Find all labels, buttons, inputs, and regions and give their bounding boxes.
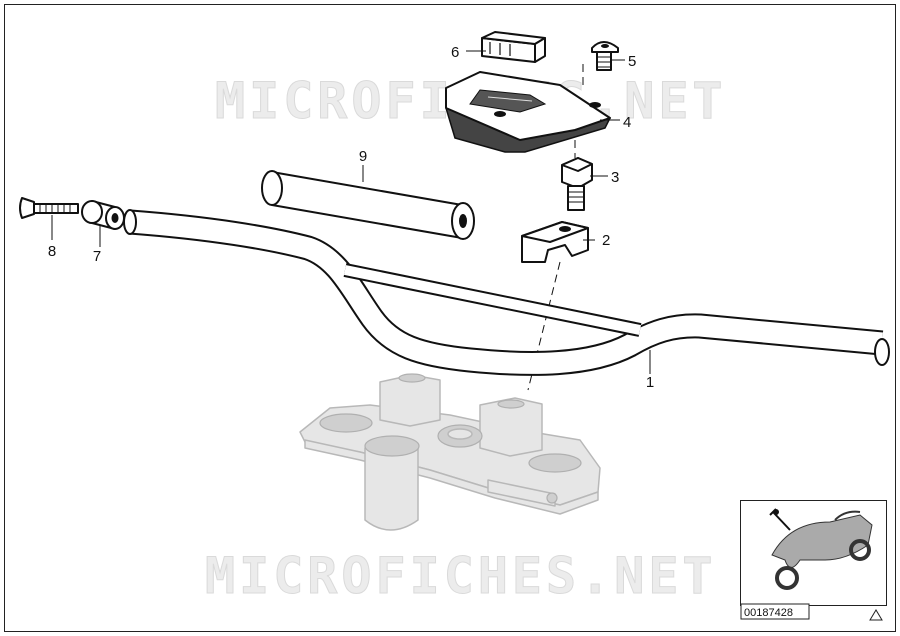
callout-3: 3	[611, 169, 619, 186]
part-3-socket-bolt	[561, 157, 593, 211]
callout-leaders	[51, 50, 651, 374]
triangle-icon	[869, 609, 883, 621]
callout-1: 1	[646, 374, 654, 391]
part-9-tube	[261, 170, 475, 240]
callout-9: 9	[359, 148, 367, 165]
thumbnail-box: 00187428	[740, 500, 887, 621]
triple-clamp-ghost	[299, 373, 601, 531]
part-4-top-clamp	[445, 71, 611, 153]
callout-2: 2	[602, 232, 610, 249]
part-2-riser-clamp	[521, 221, 589, 263]
part-6-cover-cap	[481, 31, 546, 63]
part-5-screw	[591, 41, 619, 71]
callout-5: 5	[628, 53, 636, 70]
part-1-handlebar	[123, 209, 890, 376]
reference-code-box	[740, 603, 810, 620]
callout-4: 4	[623, 114, 631, 131]
part-8-bolt	[19, 197, 79, 219]
reference-code: 00187428	[744, 607, 793, 619]
callout-6: 6	[451, 44, 459, 61]
callout-7: 7	[93, 248, 101, 265]
motorcycle-thumbnail-icon	[769, 508, 873, 590]
diagram-frame	[4, 4, 896, 632]
part-7-spacer	[81, 200, 125, 230]
callout-8: 8	[48, 243, 56, 260]
watermark-bottom: MICROFICHES.NET	[205, 547, 717, 605]
